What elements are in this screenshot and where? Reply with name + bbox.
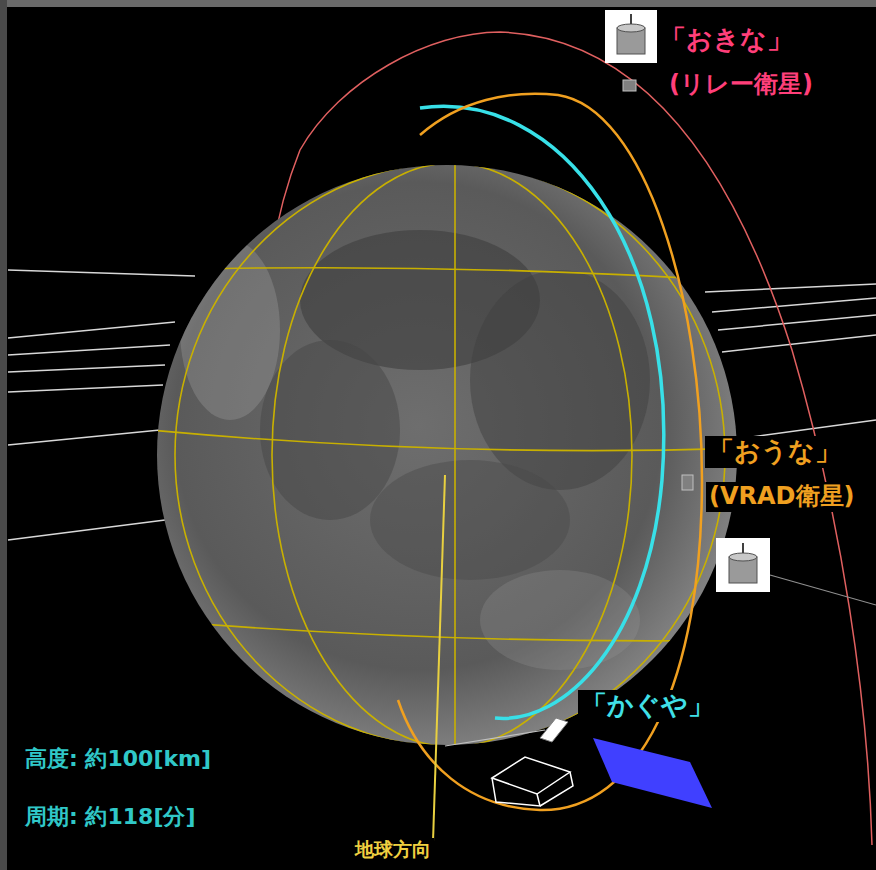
star-line <box>705 284 876 292</box>
icon-antenna <box>742 543 744 553</box>
ouna-pointer <box>770 575 876 605</box>
moon-grid <box>150 160 750 747</box>
star-line <box>8 520 165 540</box>
highland <box>180 240 280 420</box>
earth-direction-line <box>433 475 445 842</box>
star-line <box>722 335 876 352</box>
parallel <box>150 268 750 282</box>
wire-cube <box>492 757 573 806</box>
mare <box>470 270 650 490</box>
star-line <box>8 345 170 355</box>
icon-ground <box>716 538 770 592</box>
orbit-parameter: 高度: 約100[km] <box>22 745 214 772</box>
kaguya-orbit <box>420 106 664 718</box>
frame-top <box>0 0 876 7</box>
icon-top <box>729 553 757 561</box>
okina-marker <box>623 80 636 91</box>
kaguya-body <box>540 718 568 742</box>
kaguya-pointer <box>445 730 545 746</box>
star-line <box>8 322 175 338</box>
icon-antenna <box>630 14 632 24</box>
orbit-parameter: 周期: 約118[分] <box>22 803 199 830</box>
parallel <box>150 620 750 641</box>
satellite-role: (VRAD衛星) <box>706 482 858 512</box>
star-line <box>8 365 165 372</box>
ouna-marker <box>682 475 693 490</box>
kaguya-spacecraft <box>492 718 712 808</box>
star-line <box>8 270 195 276</box>
satellite-role: (リレー衛星) <box>666 70 816 100</box>
star-line <box>8 430 160 445</box>
solar-panel <box>593 738 712 808</box>
meridian <box>175 163 725 747</box>
satellite-name: 「おうな」 <box>705 436 844 468</box>
ouna-icon <box>716 538 770 592</box>
relay-orbit <box>300 32 872 845</box>
meridian <box>454 160 456 745</box>
parallel <box>150 430 750 451</box>
highland <box>480 570 640 670</box>
icon-ground <box>605 10 657 63</box>
star-line <box>718 315 876 330</box>
mare <box>370 460 570 580</box>
meridian <box>272 163 632 747</box>
star-line <box>712 298 876 312</box>
frame-left <box>0 0 7 870</box>
satellite-name: 「おきな」 <box>657 24 796 56</box>
moon <box>157 165 737 745</box>
star-line <box>8 385 163 392</box>
okina-icon <box>605 10 657 63</box>
satellite-name: 「かぐや」 <box>578 690 717 722</box>
icon-top <box>617 24 645 32</box>
direction-label: 地球方向 <box>352 838 434 862</box>
